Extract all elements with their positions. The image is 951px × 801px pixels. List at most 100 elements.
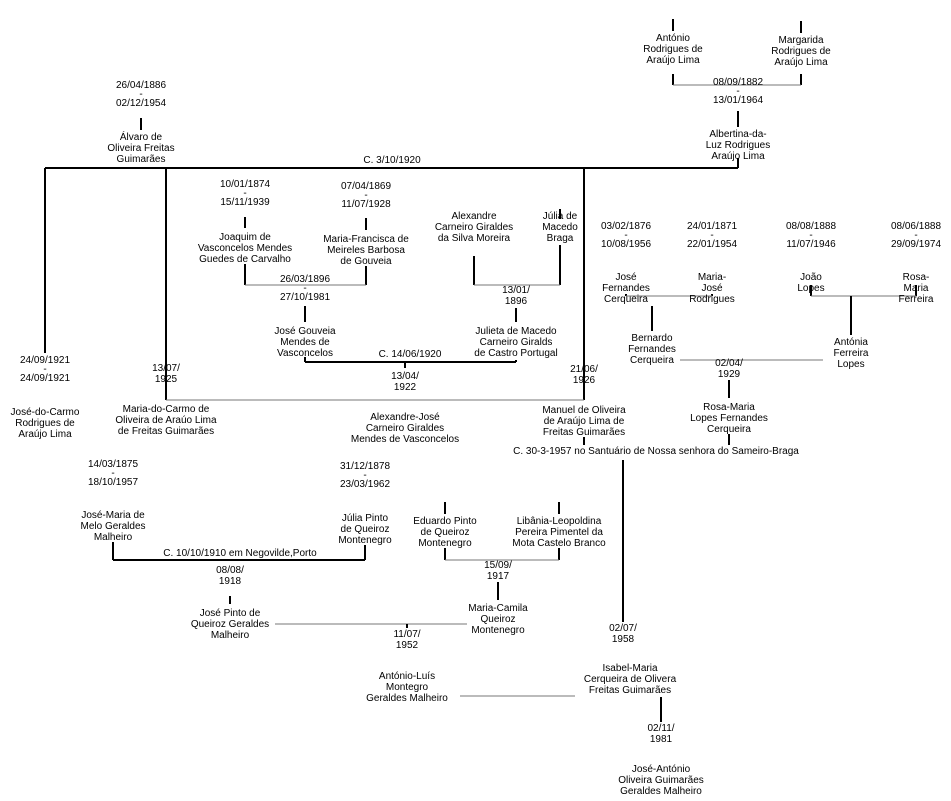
dates-isabel-maria: 02/07/1958: [609, 623, 637, 645]
dates-julieta: 13/01/1896: [502, 285, 530, 307]
text-line: Araújo Lima: [646, 55, 700, 66]
text-line: 27/10/1981: [280, 292, 330, 303]
text-line: 1958: [612, 634, 635, 645]
text-line: 02/11/: [647, 723, 674, 734]
text-line: Joaquim de: [219, 232, 271, 243]
text-line: 1981: [650, 734, 673, 745]
text-line: Carneiro Giraldes: [366, 423, 444, 434]
text-line: Pereira Pimentel da: [515, 527, 603, 538]
text-line: 23/03/1962: [340, 479, 390, 490]
text-line: Guedes de Carvalho: [199, 254, 291, 265]
dates-jose-do-carmo: 24/09/1921-24/09/1921: [20, 355, 70, 384]
dates-maria-camila: 15/09/1917: [484, 560, 512, 582]
dates-jose-gouveia: 26/03/1896-27/10/1981: [280, 274, 330, 303]
dates-joao-lopes: 08/08/1888-11/07/1946: [786, 221, 836, 250]
text-line: 13/04/: [391, 371, 419, 382]
text-line: Maria-Camila: [468, 603, 528, 614]
text-line: Rodrigues de: [15, 418, 75, 429]
text-line: José-do-Carmo: [11, 407, 80, 418]
text-line: -: [809, 230, 812, 241]
text-line: Maria: [903, 283, 928, 294]
text-line: Freitas Guimarães: [589, 685, 671, 696]
text-line: 02/07/: [609, 623, 637, 634]
text-line: Eduardo Pinto: [413, 516, 477, 527]
text-line: Montenegro: [471, 625, 525, 636]
dates-alvaro: 26/04/1886-02/12/1954: [116, 80, 166, 109]
text-line: Rosa-Maria: [703, 402, 755, 413]
text-line: 02/12/1954: [116, 98, 166, 109]
text-line: Malheiro: [94, 532, 133, 543]
text-line: Araújo Lima: [774, 57, 828, 68]
text-line: José: [615, 272, 637, 283]
text-line: Malheiro: [211, 630, 250, 641]
text-line: José Pinto de: [200, 608, 261, 619]
text-line: Montenegro: [418, 538, 472, 549]
text-line: de Araújo Lima de: [544, 416, 625, 427]
text-line: 11/07/1928: [341, 199, 391, 210]
text-line: Lopes: [837, 359, 864, 370]
text-line: 1922: [394, 382, 417, 393]
text-line: 22/01/1954: [687, 239, 737, 250]
dates-alexandre-jose: 13/04/1922: [391, 371, 419, 393]
text-line: -: [914, 230, 917, 241]
text-line: José: [701, 283, 723, 294]
text-line: 1929: [718, 369, 741, 380]
text-line: -: [710, 230, 713, 241]
text-line: 1918: [219, 576, 242, 587]
marriage-manuel-rosa-maria: C. 30-3-1957 no Santuário de Nossa senho…: [513, 446, 799, 457]
text-line: 1896: [505, 296, 528, 307]
text-line: 31/12/1878: [340, 461, 390, 472]
text-line: 24/01/1871: [687, 221, 737, 232]
text-line: 10/01/1874: [220, 179, 270, 190]
text-line: 29/09/1974: [891, 239, 941, 250]
text-line: 26/04/1886: [116, 80, 166, 91]
text-line: Araújo Lima: [711, 151, 765, 162]
text-line: 15/09/: [484, 560, 512, 571]
text-line: Isabel-Maria: [602, 663, 657, 674]
text-line: Júlia de: [543, 211, 578, 222]
text-line: 08/08/: [216, 565, 244, 576]
text-line: Luz Rodrigues: [706, 140, 770, 151]
dates-jose-maria: 14/03/1875-18/10/1957: [88, 459, 138, 488]
text-line: Mota Castelo Branco: [512, 538, 606, 549]
text-line: Cerqueira: [630, 355, 674, 366]
dates-jose-antonio: 02/11/1981: [647, 723, 674, 745]
text-line: -: [363, 470, 366, 481]
text-line: 1926: [573, 375, 596, 386]
text-line: 18/10/1957: [88, 477, 138, 488]
text-line: Libânia-Leopoldina: [517, 516, 602, 527]
text-line: Vasconcelos: [277, 348, 333, 359]
text-line: 1917: [487, 571, 510, 582]
text-line: Macedo: [542, 222, 578, 233]
text-line: Margarida: [778, 35, 823, 46]
text-line: António: [656, 33, 690, 44]
text-line: Queiroz Geraldes: [191, 619, 269, 630]
text-line: Alexandre: [451, 211, 496, 222]
dates-antonio-luis: 11/07/1952: [393, 629, 420, 651]
dates-maria-jose: 24/01/1871-22/01/1954: [687, 221, 737, 250]
dates-rosa-maria-lopes: 02/04/1929: [715, 358, 743, 380]
text-line: Maria-Francisca de: [323, 234, 409, 245]
dates-julia-pinto: 31/12/1878-23/03/1962: [340, 461, 390, 490]
text-line: Rodrigues de: [771, 46, 831, 57]
text-line: 13/01/: [502, 285, 530, 296]
text-line: Lopes: [797, 283, 824, 294]
text-line: 10/08/1956: [601, 239, 651, 250]
text-line: -: [139, 89, 142, 100]
